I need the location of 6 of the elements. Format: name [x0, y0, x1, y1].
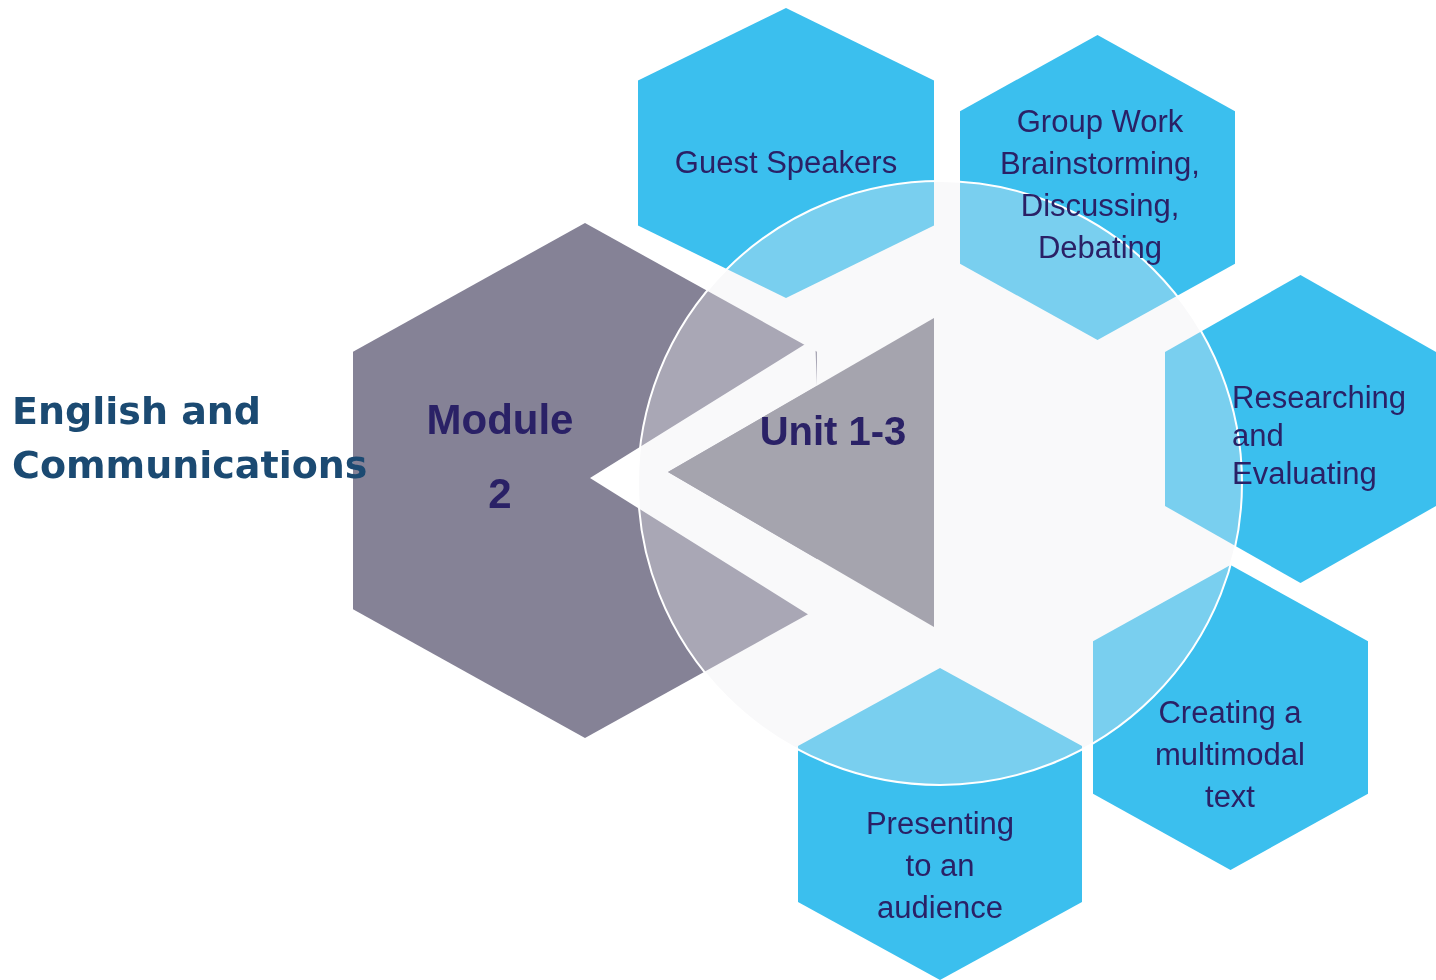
activity-label: Guest Speakers	[673, 144, 899, 182]
activity-label: Presenting to an audience	[864, 805, 1016, 927]
activity-label: Creating a multimodal text	[1154, 694, 1306, 816]
diagram-title: English and Communications	[12, 388, 369, 489]
shape-label: Module 2	[425, 395, 575, 519]
shape-label: Unit 1-3	[758, 408, 908, 455]
